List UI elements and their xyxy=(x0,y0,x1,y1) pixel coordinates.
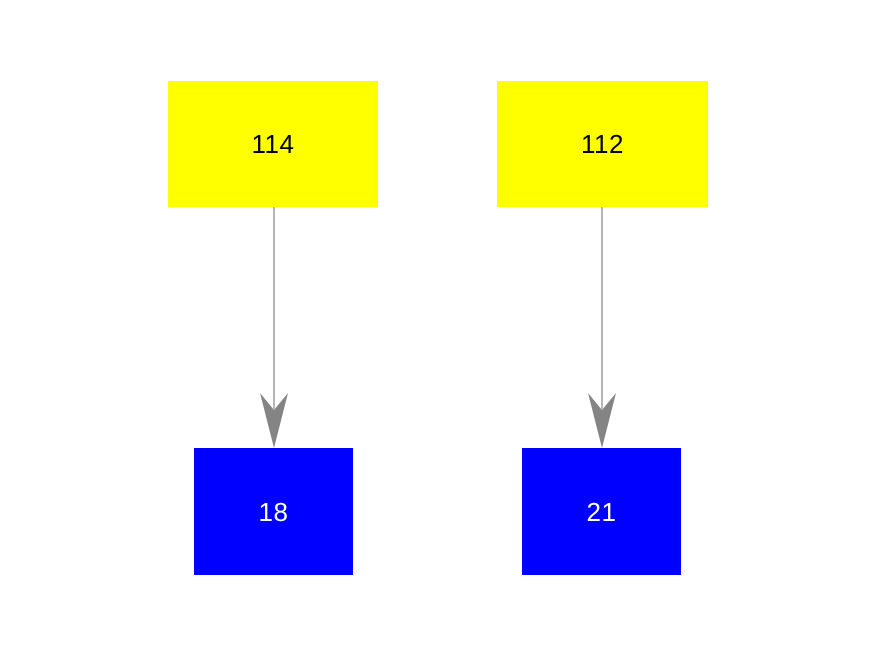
node-112: 112 xyxy=(497,81,708,207)
node-21: 21 xyxy=(522,448,681,575)
arrow-down-icon xyxy=(588,207,616,448)
arrow-head xyxy=(588,393,616,448)
arrow-head xyxy=(260,393,288,448)
node-label: 21 xyxy=(586,496,617,527)
node-label: 114 xyxy=(251,129,295,159)
node-label: 112 xyxy=(581,129,624,159)
node-114: 114 xyxy=(168,81,378,207)
arrow-down-icon xyxy=(260,207,288,448)
node-label: 18 xyxy=(258,496,289,527)
node-18: 18 xyxy=(194,448,353,575)
